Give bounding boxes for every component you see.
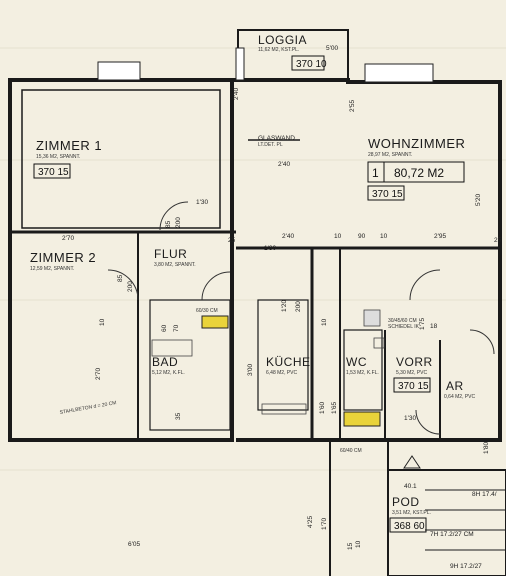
flur-name: FLUR bbox=[154, 247, 187, 261]
wc-name: WC bbox=[346, 355, 367, 369]
dimension-d25a: 25 bbox=[228, 237, 236, 244]
shaft-flur bbox=[201, 315, 229, 329]
glaswand-label: GLASWAND bbox=[258, 135, 295, 142]
dimension-d90: 90 bbox=[358, 233, 366, 240]
dimension-d200a: 200 bbox=[127, 281, 134, 292]
dimension-d165: 1'65 bbox=[331, 402, 338, 414]
wohnzimmer-unit: 1 bbox=[372, 166, 379, 180]
dimension-d270a: 2'70 bbox=[62, 235, 74, 242]
dimension-d10d: 10 bbox=[321, 318, 328, 326]
wohnzimmer-name: WOHNZIMMER bbox=[368, 136, 465, 151]
dimension-d130a: 1'30 bbox=[196, 199, 208, 206]
bad-name: BAD bbox=[152, 355, 178, 369]
level-triangle-icon bbox=[403, 455, 421, 469]
dimension-d520: 5'20 bbox=[475, 194, 482, 206]
dimension-d270b: 2'70 bbox=[95, 368, 102, 380]
shaft-wc bbox=[343, 411, 381, 427]
fixtures bbox=[151, 309, 385, 415]
dimension-d500: 5'00 bbox=[326, 45, 338, 52]
dimension-d10b: 10 bbox=[380, 233, 388, 240]
zimmer1-code: 370 15 bbox=[38, 167, 69, 178]
loggia-info: 11,62 M2, KST.PL. bbox=[258, 47, 299, 53]
dimension-d170: 1'70 bbox=[321, 518, 328, 530]
bad-info: 5,12 M2, K.FL. bbox=[152, 370, 185, 376]
dimension-d160: 1'60 bbox=[319, 402, 326, 414]
wc-wall bbox=[343, 329, 383, 411]
glaswand-sub: LT.DET. PL bbox=[258, 142, 283, 148]
zimmer1-info: 15,36 M2, SPANNT. bbox=[36, 154, 80, 160]
dimension-d130b: 1'30 bbox=[264, 245, 276, 252]
dimension-d10c: 10 bbox=[99, 318, 106, 326]
vorr-name: VORR bbox=[396, 355, 433, 369]
dimension-d255: 2'55 bbox=[349, 100, 356, 112]
flur-info: 3,80 M2, SPANNT. bbox=[154, 262, 196, 268]
windows bbox=[97, 47, 434, 83]
dimension-labels: 5'00 2'40 2'40 2'40 1'30 1'30 1'30 2'70 … bbox=[62, 45, 502, 550]
ar-info: 0,64 M2, PVC bbox=[444, 394, 476, 400]
wc-info: 1,53 M2, K.FL. bbox=[346, 370, 379, 376]
dimension-d425: 4'25 bbox=[307, 516, 314, 528]
dimension-d175: 1'75 bbox=[419, 318, 426, 330]
loggia-code: 370 10 bbox=[296, 59, 327, 70]
dimension-d70: 70 bbox=[173, 324, 180, 332]
dimension-d60: 60 bbox=[161, 324, 168, 332]
zimmer2-info: 12,59 M2, SPANNT. bbox=[30, 266, 74, 272]
dimension-d130c: 1'30 bbox=[404, 415, 416, 422]
shaft-kueche-size: 60/40 CM bbox=[340, 448, 362, 454]
zimmer1-name: ZIMMER 1 bbox=[36, 138, 102, 153]
dimension-d180: 1'80 bbox=[483, 442, 490, 454]
stahlbeton-label: STAHLBETON d = 20 CM bbox=[59, 400, 117, 416]
vorr-code: 370 15 bbox=[398, 381, 429, 392]
dimension-d25b: 25 bbox=[494, 237, 502, 244]
dimension-d85b: 85 bbox=[165, 220, 172, 228]
bad-wall bbox=[149, 299, 231, 431]
dimension-d295: 2'95 bbox=[434, 233, 446, 240]
level-marker: 40.1 bbox=[404, 483, 417, 490]
stair-bot-label: 9H 17.2/27 bbox=[450, 563, 482, 570]
wohnzimmer-total: 80,72 M2 bbox=[394, 166, 444, 180]
loggia-name: LOGGIA bbox=[258, 33, 307, 47]
dimension-d18: 18 bbox=[430, 323, 438, 330]
dimension-d10e: 10 bbox=[355, 540, 362, 548]
zimmer2-name: ZIMMER 2 bbox=[30, 250, 96, 265]
kueche-name: KÜCHE bbox=[266, 355, 311, 369]
dimension-d15: 15 bbox=[347, 542, 354, 550]
zimmer1-wall bbox=[21, 89, 221, 229]
schiedel-label: SCHIEDEL IK bbox=[388, 324, 420, 330]
room-labels: LOGGIA 11,62 M2, KST.PL. 370 10 ZIMMER 1… bbox=[30, 33, 476, 533]
dimension-d85a: 85 bbox=[117, 274, 124, 282]
stair-top-label: 8H 17.4/ bbox=[472, 491, 497, 498]
dimension-d605: 6'05 bbox=[128, 541, 140, 548]
stair-mid-label: 7H 17.2/27 CM bbox=[430, 531, 474, 538]
chimney-size: 30/45/60 CM bbox=[388, 318, 417, 324]
pod-name: POD bbox=[392, 495, 420, 509]
walls bbox=[8, 29, 506, 576]
dimension-d240a: 2'40 bbox=[233, 88, 240, 100]
vorr-info: 5,30 M2, PVC bbox=[396, 370, 428, 376]
pod-info: 3,51 M2, KST.PL. bbox=[392, 510, 431, 516]
dimension-d200b: 200 bbox=[175, 217, 182, 228]
wohnzimmer-info: 28,97 M2, SPANNT. bbox=[368, 152, 412, 158]
pod-code: 368 60 bbox=[394, 521, 425, 532]
shaft-flur-size: 60/30 CM bbox=[196, 308, 218, 314]
wohnzimmer-code: 370 15 bbox=[372, 189, 403, 200]
door-swings bbox=[107, 201, 495, 435]
dimension-d240b: 2'40 bbox=[278, 161, 290, 168]
annotations: GLASWAND LT.DET. PL STAHLBETON d = 20 CM… bbox=[59, 135, 496, 570]
dimension-d300: 3'00 bbox=[247, 364, 254, 376]
dimension-d200c: 200 bbox=[295, 301, 302, 312]
dimension-d240c: 2'40 bbox=[282, 233, 294, 240]
dimension-d120: 1'20 bbox=[281, 300, 288, 312]
dimension-d10a: 10 bbox=[334, 233, 342, 240]
ar-name: AR bbox=[446, 379, 464, 393]
dimension-d35: 35 bbox=[175, 412, 182, 420]
kueche-info: 6,48 M2, PVC bbox=[266, 370, 298, 376]
